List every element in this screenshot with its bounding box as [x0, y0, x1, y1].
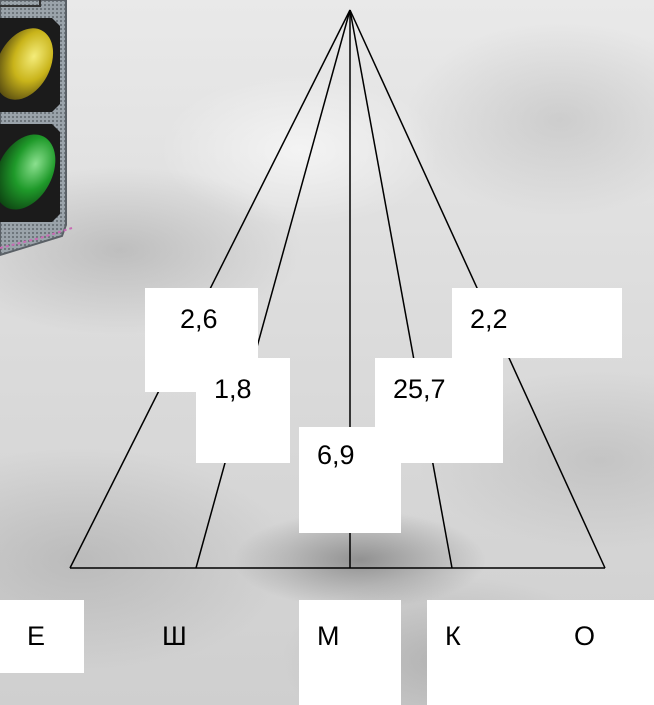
- category-e: Е: [27, 623, 45, 650]
- value-sh: 1,8: [214, 376, 252, 403]
- value-box-sh: 1,8: [196, 358, 290, 463]
- category-m: М: [317, 623, 340, 650]
- category-box-ko: [427, 600, 654, 705]
- category-o: О: [574, 623, 595, 650]
- value-e: 2,6: [180, 306, 218, 333]
- category-box-e: Е: [0, 600, 84, 673]
- value-k: 25,7: [393, 376, 446, 403]
- category-box-m: М: [299, 600, 401, 705]
- category-k: К: [445, 623, 461, 650]
- value-box-m: 6,9: [299, 427, 401, 533]
- value-o: 2,2: [470, 306, 508, 333]
- value-m: 6,9: [317, 442, 355, 469]
- value-box-o: 2,2: [452, 288, 622, 358]
- category-sh: Ш: [162, 623, 187, 650]
